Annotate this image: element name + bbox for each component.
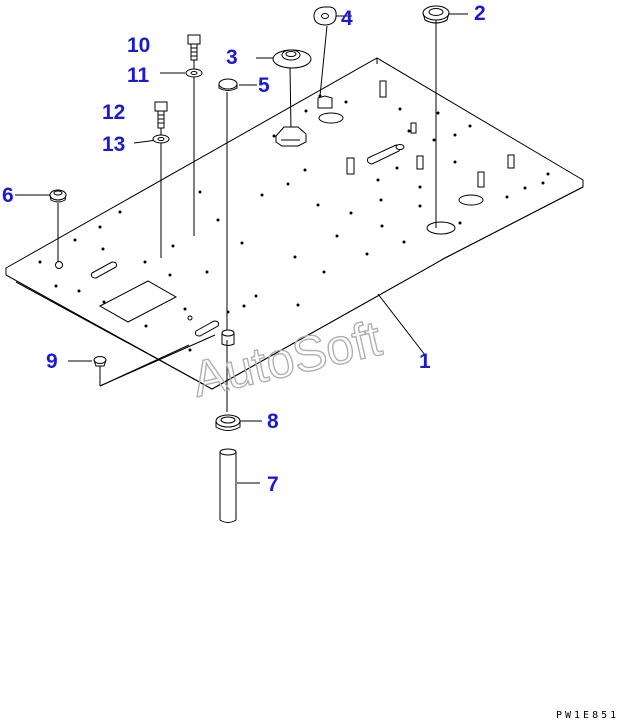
part-9-clip [93, 356, 107, 367]
callout-7: 7 [267, 473, 279, 496]
part-3-bracket [275, 126, 307, 147]
callout-2: 2 [474, 2, 486, 25]
callout-10: 10 [127, 34, 150, 57]
callout-3: 3 [226, 46, 238, 69]
part-7-pipe [219, 448, 237, 523]
part-4-plate [313, 6, 337, 26]
part-3-cover [272, 49, 312, 69]
callout-9: 9 [46, 350, 58, 373]
callout-11: 11 [127, 64, 150, 87]
part-8-collar [215, 414, 241, 431]
callout-5: 5 [258, 74, 270, 97]
leader-lines [15, 13, 468, 484]
callout-12: 12 [102, 101, 125, 124]
part-12-bolt [154, 101, 168, 129]
part-6-plug [49, 189, 67, 203]
drawing-code: PW1E851 [556, 710, 619, 721]
callout-8: 8 [267, 410, 279, 433]
part-10-bolt [187, 34, 201, 61]
callout-13: 13 [102, 133, 125, 156]
callout-6: 6 [2, 184, 14, 207]
callouts: 1 2 3 4 5 6 7 8 9 10 11 12 13 [2, 2, 486, 496]
callout-4: 4 [341, 7, 353, 30]
floor-plate [5, 57, 584, 390]
callout-1: 1 [419, 350, 431, 373]
part-5-collar [221, 329, 235, 346]
part-2-grommet [422, 5, 450, 24]
part-5-cap [218, 78, 238, 91]
part-13-washer [152, 134, 170, 144]
part-11-washer [185, 68, 203, 78]
part-4-bracket [317, 95, 333, 109]
